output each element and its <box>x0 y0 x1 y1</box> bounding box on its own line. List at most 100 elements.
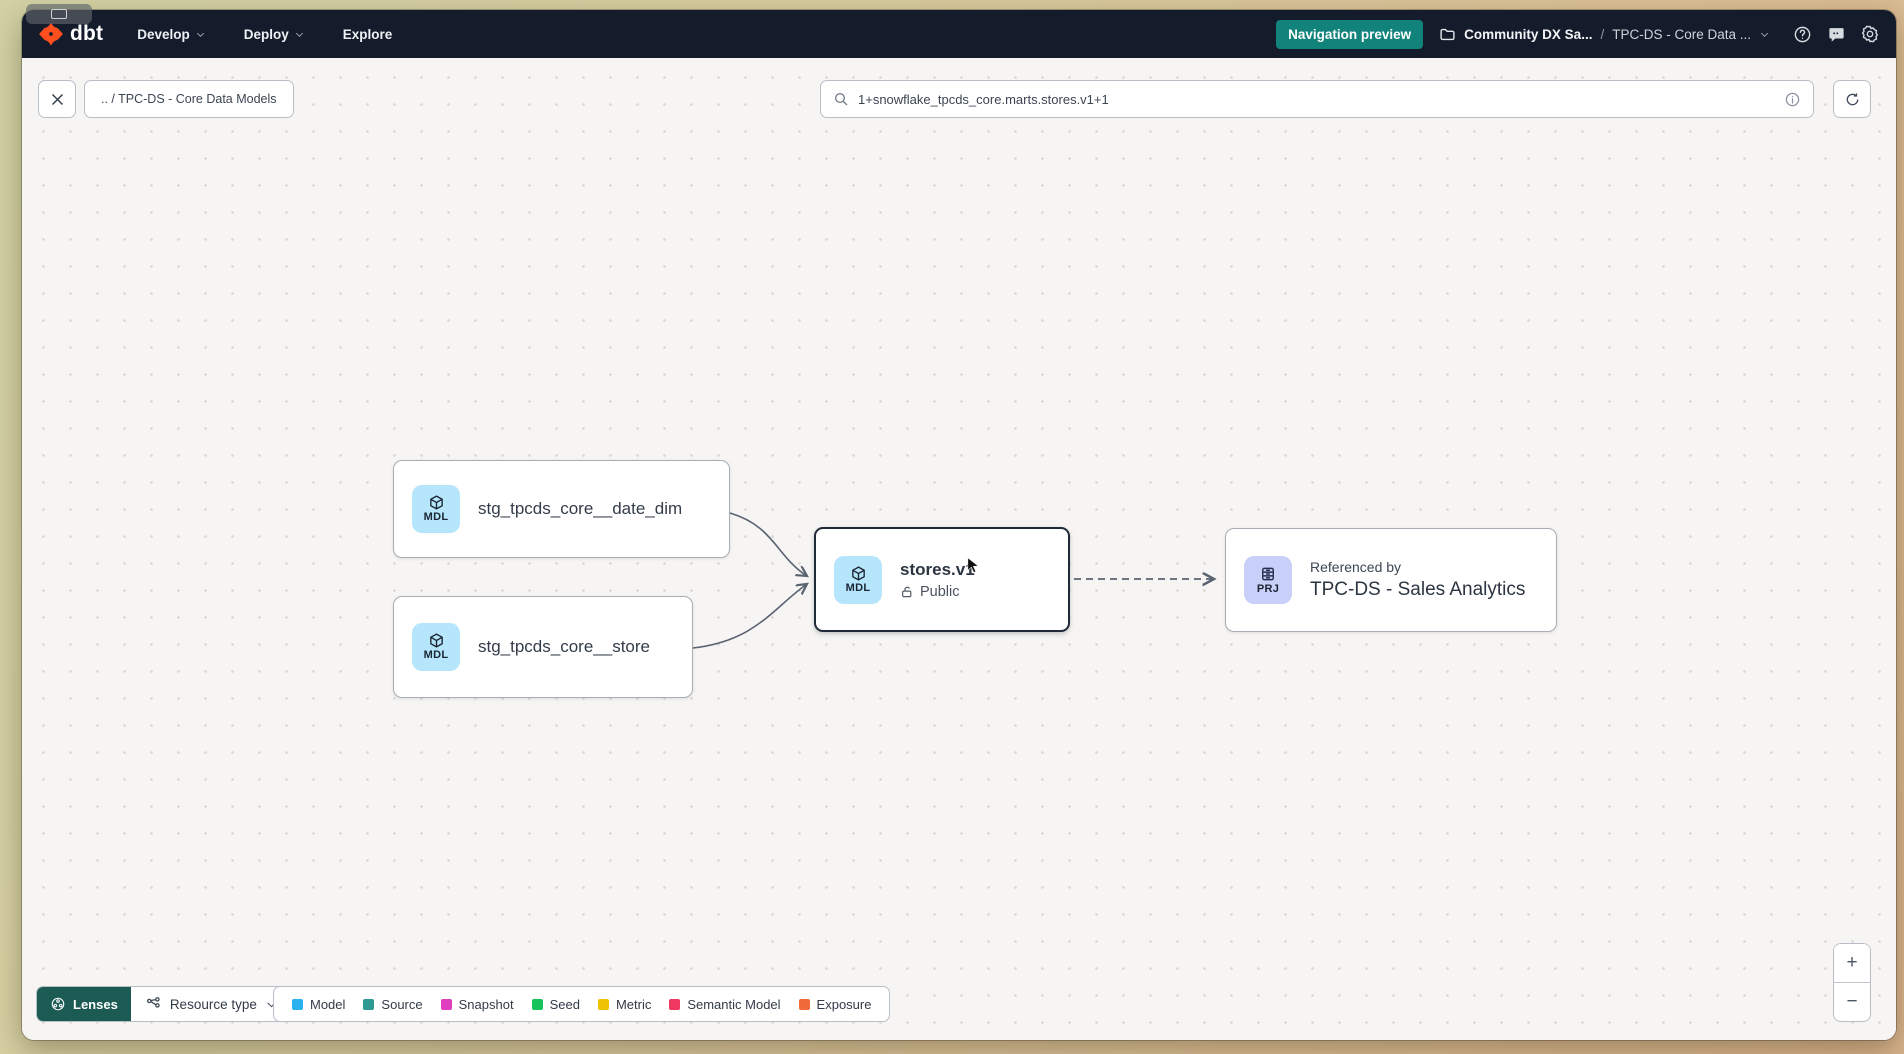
legend-color-semantic-model <box>669 998 681 1010</box>
zoom-in-button[interactable]: + <box>1834 944 1870 982</box>
cube-icon <box>429 495 443 511</box>
menu-develop[interactable]: Develop <box>137 27 206 42</box>
zoom-divider <box>1834 982 1870 983</box>
resource-type-icon <box>146 996 160 1008</box>
node-stg-tpcds-core-store[interactable]: MDL stg_tpcds_core__store <box>393 596 693 698</box>
legend-item-metric: Metric <box>597 996 652 1012</box>
navbar-icons <box>1792 24 1880 44</box>
legend-color-metric <box>597 998 609 1010</box>
breadcrumb-separator: / <box>1600 26 1605 42</box>
folder-icon <box>1440 28 1455 40</box>
node-label: stg_tpcds_core__date_dim <box>478 499 683 518</box>
legend-label: Metric <box>615 996 652 1012</box>
legend-label: Exposure <box>816 996 872 1012</box>
recording-indicator <box>26 4 92 24</box>
lenses-button[interactable]: Lenses <box>37 987 131 1021</box>
legend-color-model <box>292 998 303 1010</box>
legend-label: Snapshot <box>458 996 514 1012</box>
node-referenced-by-project[interactable]: PRJ Referenced by TPC-DS - Sales Analyti… <box>1225 528 1557 632</box>
chevron-down-icon[interactable] <box>1759 29 1770 40</box>
zoom-controls: + − <box>1833 943 1871 1022</box>
breadcrumb: Community DX Sa... / TPC-DS - Core Data … <box>1439 26 1770 43</box>
legend-label: Seed <box>549 996 580 1012</box>
cube-icon <box>851 566 865 581</box>
search-icon <box>834 92 848 106</box>
help-icon[interactable] <box>1792 24 1812 44</box>
close-button[interactable] <box>38 80 76 118</box>
main-menu: Develop Deploy Explore <box>137 27 392 42</box>
node-texts: stores.v1 Public <box>900 560 975 600</box>
node-stores-v1[interactable]: MDL stores.v1 Public <box>814 527 1070 632</box>
breadcrumb-project[interactable]: Community DX Sa... <box>1464 26 1593 42</box>
menu-develop-label: Develop <box>137 26 190 42</box>
node-label: stg_tpcds_core__store <box>478 637 650 656</box>
breadcrumb-page[interactable]: TPC-DS - Core Data ... <box>1612 26 1751 42</box>
settings-gear-icon[interactable] <box>1860 24 1880 44</box>
referenced-by-label: Referenced by <box>1310 559 1402 575</box>
legend-item-seed: Seed <box>531 996 580 1012</box>
access-label: Public <box>920 583 960 600</box>
dbt-logo-text: dbt <box>70 22 104 45</box>
legend-item-semantic-model: Semantic Model <box>669 996 781 1012</box>
legend-item-snapshot: Snapshot <box>440 996 514 1012</box>
edge-store-to-stores <box>692 584 807 649</box>
node-badge: PRJ <box>1256 582 1280 595</box>
navigation-preview-badge[interactable]: Navigation preview <box>1276 19 1424 49</box>
project-name: TPC-DS - Sales Analytics <box>1310 579 1526 600</box>
app-window: dbt Develop Deploy Explore Navigation pr… <box>22 10 1896 1040</box>
legend-color-exposure <box>798 998 810 1010</box>
menu-deploy[interactable]: Deploy <box>244 27 305 42</box>
node-access: Public <box>900 584 975 600</box>
dbt-logo-icon <box>39 22 63 46</box>
lens-controls: Lenses Resource type <box>36 986 293 1022</box>
node-texts: Referenced by TPC-DS - Sales Analytics <box>1310 559 1525 601</box>
navbar-right: Navigation preview Community DX Sa... / … <box>1276 19 1880 49</box>
node-title: stores.v1 <box>900 559 975 579</box>
model-icon-tile: MDL <box>412 485 460 533</box>
legend-color-seed <box>531 998 543 1010</box>
refresh-icon <box>1846 92 1858 105</box>
resource-type-legend: Model Source Snapshot Seed Metric Semant… <box>273 986 891 1022</box>
resource-type-label: Resource type <box>169 996 257 1012</box>
camera-icon <box>51 9 67 19</box>
feedback-icon[interactable] <box>1826 24 1846 44</box>
legend-label: Semantic Model <box>687 996 781 1012</box>
legend-item-model: Model <box>292 997 345 1012</box>
lineage-canvas[interactable]: MDL stg_tpcds_core__date_dim MDL stg_tpc… <box>22 58 1896 1040</box>
node-stg-tpcds-core-date-dim[interactable]: MDL stg_tpcds_core__date_dim <box>393 460 730 558</box>
chevron-down-icon <box>295 32 303 37</box>
lenses-icon <box>51 997 65 1011</box>
menu-deploy-label: Deploy <box>243 26 289 42</box>
search-input[interactable] <box>858 91 1775 107</box>
lineage-path-chip[interactable]: .. / TPC-DS - Core Data Models <box>84 80 294 118</box>
legend-item-source: Source <box>363 996 423 1012</box>
zoom-out-button[interactable]: − <box>1834 983 1870 1021</box>
resource-type-dropdown[interactable]: Resource type <box>130 987 292 1021</box>
legend-color-source <box>363 998 375 1010</box>
close-icon <box>51 93 63 105</box>
legend-label: Source <box>381 996 423 1012</box>
info-icon[interactable] <box>1784 91 1801 108</box>
stacked-drawers-icon <box>1262 567 1274 581</box>
path-chip-label: .. / TPC-DS - Core Data Models <box>101 92 277 106</box>
dbt-logo[interactable]: dbt <box>38 21 103 47</box>
node-badge: MDL <box>423 511 449 524</box>
model-icon-tile: MDL <box>412 623 460 671</box>
menu-explore[interactable]: Explore <box>343 27 393 42</box>
legend-label: Model <box>310 996 346 1012</box>
node-badge: MDL <box>423 649 449 662</box>
legend-color-snapshot <box>440 998 452 1010</box>
edge-date-dim-to-stores <box>729 512 807 576</box>
legend-item-exposure: Exposure <box>798 996 872 1012</box>
cube-icon <box>429 633 443 649</box>
unlock-icon <box>902 586 912 597</box>
lenses-label: Lenses <box>73 996 118 1012</box>
menu-explore-label: Explore <box>342 26 393 42</box>
project-icon-tile: PRJ <box>1244 556 1292 604</box>
model-icon-tile: MDL <box>834 555 882 604</box>
top-navbar: dbt Develop Deploy Explore Navigation pr… <box>22 10 1896 58</box>
node-badge: MDL <box>845 581 871 594</box>
chevron-down-icon <box>196 32 204 37</box>
lineage-search <box>820 80 1814 118</box>
refresh-button[interactable] <box>1833 80 1871 118</box>
